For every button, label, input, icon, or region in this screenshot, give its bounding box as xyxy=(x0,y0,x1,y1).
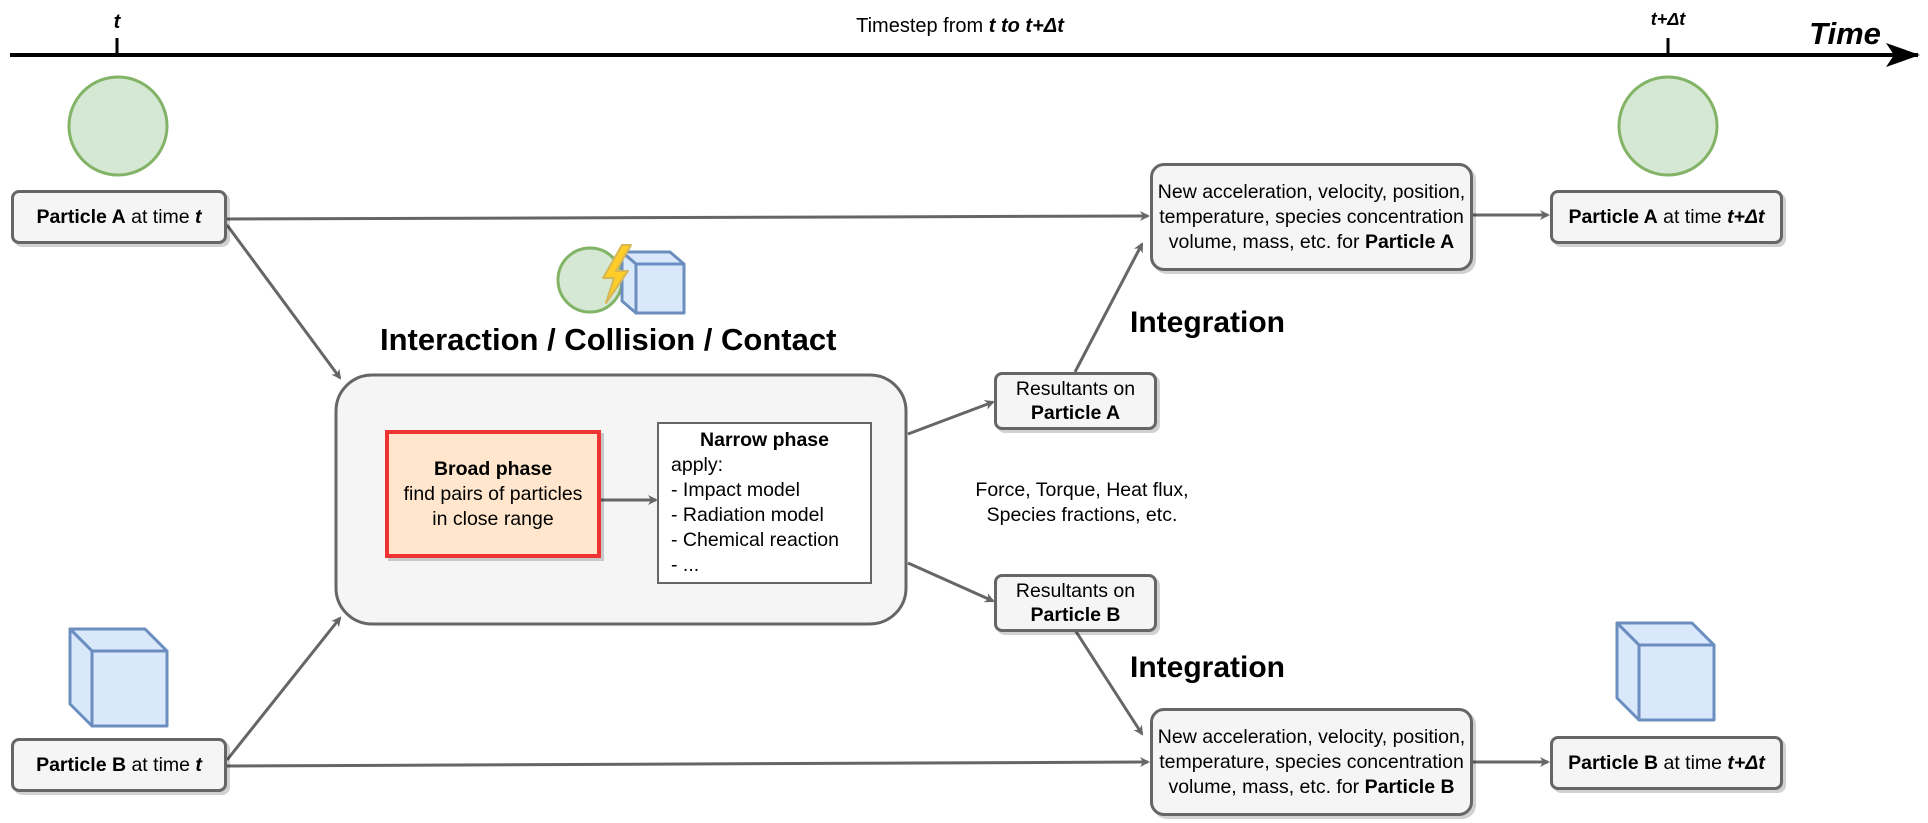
arrow-resultants-b-to-update xyxy=(1073,629,1144,736)
arrow-a-to-update xyxy=(226,211,1150,222)
particle-b-start-box: Particle B at time t xyxy=(11,738,227,792)
tick-label-end: t+Δt xyxy=(1650,9,1686,29)
broad-phase-box: Broad phase find pairs of particles in c… xyxy=(385,430,601,558)
sphere-icon-a-start xyxy=(67,75,169,177)
narrow-phase-item: - ... xyxy=(671,554,700,576)
resultants-b-box: Resultants on Particle B xyxy=(994,574,1157,632)
sphere-icon-a-end xyxy=(1617,75,1719,177)
arrow-b-to-update xyxy=(226,757,1150,768)
cube-icon-b-start xyxy=(68,627,169,728)
integration-label-a: Integration xyxy=(1130,306,1285,339)
integration-label-b: Integration xyxy=(1130,651,1285,684)
particle-b-end-box: Particle B at time t+Δt xyxy=(1550,736,1783,790)
broad-phase-title: Broad phase xyxy=(433,457,553,480)
interaction-title: Interaction / Collision / Contact xyxy=(380,322,837,357)
arrow-a-to-interaction xyxy=(225,224,342,380)
narrow-phase-item: - Radiation model xyxy=(671,504,824,526)
narrow-phase-item: - Chemical reaction xyxy=(671,529,839,551)
time-axis-label: Time xyxy=(1809,16,1881,51)
particle-a-start-box: Particle A at time t xyxy=(11,190,227,244)
collision-icon xyxy=(556,244,686,315)
timestep-label: Timestep from t to t+Δt xyxy=(856,15,1064,37)
broad-phase-line2: in close range xyxy=(432,507,554,530)
update-a-box: New acceleration, velocity, position, te… xyxy=(1150,163,1473,271)
resultants-a-box: Resultants on Particle A xyxy=(994,372,1157,430)
narrow-phase-item: apply: xyxy=(671,454,724,476)
narrow-phase-box: Narrow phase apply: - Impact model - Rad… xyxy=(657,422,872,584)
forces-note: Force, Torque, Heat flux, Species fracti… xyxy=(975,479,1189,526)
arrow-b-to-interaction xyxy=(225,616,342,761)
tick-label-start: t xyxy=(113,11,121,33)
lightning-icon xyxy=(602,244,632,304)
narrow-phase-title: Narrow phase xyxy=(700,429,829,451)
broad-phase-line1: find pairs of particles xyxy=(403,482,583,505)
arrow-resultants-a-to-update xyxy=(1073,242,1144,373)
arrow-interaction-to-resultants-b xyxy=(907,561,995,603)
update-b-box: New acceleration, velocity, position, te… xyxy=(1150,708,1473,816)
particle-a-end-box: Particle A at time t+Δt xyxy=(1550,190,1783,244)
narrow-phase-item: - Impact model xyxy=(671,479,800,501)
arrow-interaction-to-resultants-a xyxy=(907,400,995,436)
cube-icon-b-end xyxy=(1615,621,1716,722)
